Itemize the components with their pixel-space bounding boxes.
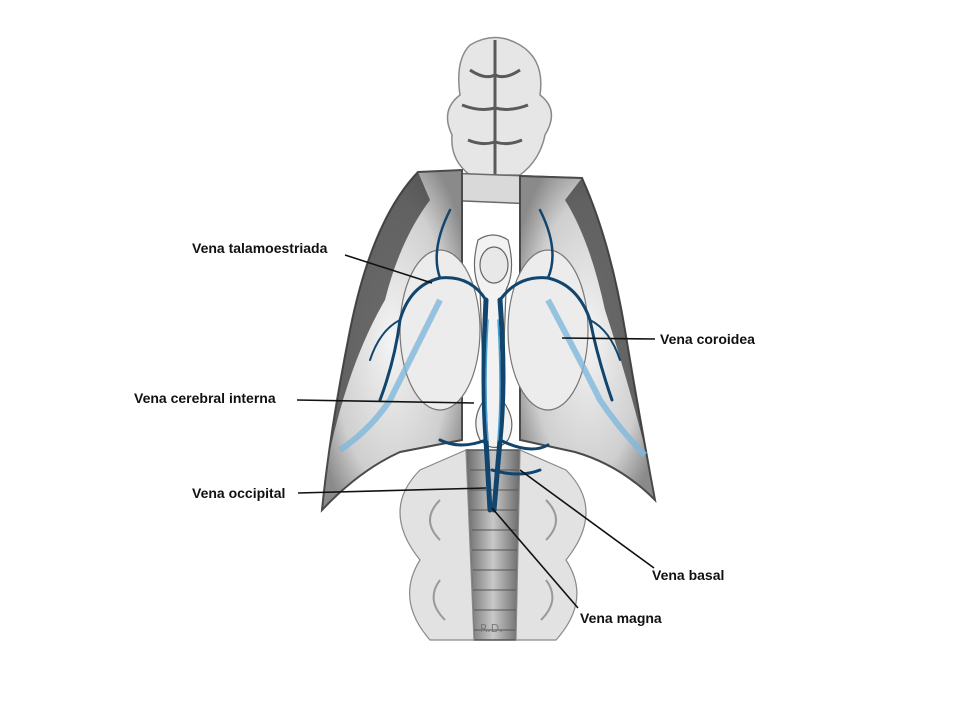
leader-talamoestriada [344, 254, 433, 284]
leader-cerebral-interna [296, 399, 475, 404]
choroid-plexus [338, 298, 648, 458]
leader-magna [491, 507, 579, 609]
label-vena-basal: Vena basal [652, 567, 725, 583]
leader-coroidea [561, 337, 656, 340]
label-vena-occipital: Vena occipital [192, 485, 286, 501]
label-vena-cerebral-interna: Vena cerebral interna [134, 390, 276, 406]
veins [369, 208, 621, 513]
leader-basal [519, 469, 655, 569]
label-vena-magna: Vena magna [580, 610, 662, 626]
brainstem [399, 449, 587, 641]
label-vena-talamoestriada: Vena talamoestriada [192, 240, 328, 256]
label-vena-coroidea: Vena coroidea [660, 331, 755, 347]
artist-signature: R.D. [480, 622, 503, 635]
leader-lines [296, 254, 656, 609]
upper-cortex [446, 36, 553, 176]
leader-occipital [297, 487, 487, 494]
